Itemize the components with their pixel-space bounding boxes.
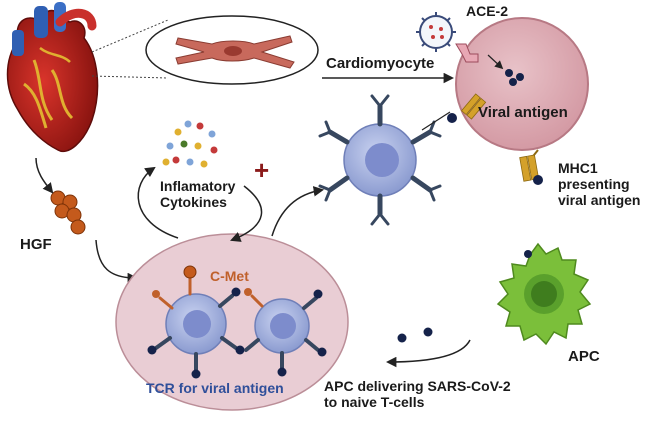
arrow-apc-delivery: [385, 339, 471, 368]
zoom-line-bottom: [91, 75, 169, 79]
arrow-cytokines-feedback: [230, 185, 263, 242]
muscle-fiber-icon: [175, 35, 295, 69]
label-cytokines-line1: Inflamatory: [160, 178, 236, 194]
arrow-hgf-to-cmet: [95, 239, 139, 284]
antigen-dot-b: [423, 327, 433, 337]
label-cytokines-line2: Cytokines: [160, 194, 227, 211]
hgf-beads: [50, 190, 86, 235]
label-mhc1-line3: viral antigen: [558, 192, 641, 209]
plus-sign: +: [254, 155, 270, 185]
label-viral-antigen: Viral antigen: [478, 104, 568, 121]
mhc1-presenting: [519, 149, 543, 185]
heart-icon: [6, 2, 99, 153]
label-hgf: HGF: [20, 236, 52, 253]
label-cytokines: Inflamatory Cytokines: [160, 178, 235, 210]
naive-t-cell-1: [147, 265, 245, 379]
arrow-heart-to-hgf: [35, 157, 54, 194]
zoom-line-top: [91, 19, 169, 53]
antigen-dot-a: [397, 333, 407, 343]
label-mhc1-line2: presenting: [558, 176, 630, 193]
label-cardiomyocyte: Cardiomyocyte: [326, 55, 435, 72]
naive-t-cell-2: [244, 288, 327, 377]
internalization-arrow: [487, 54, 504, 70]
label-apc-delivery: APC delivering SARS-CoV-2 to naive T-cel…: [324, 378, 511, 410]
label-tcr: TCR for viral antigen: [146, 380, 284, 396]
viral-antigen-dots: [505, 69, 524, 86]
arrow-to-activated-tcell: [271, 186, 325, 237]
label-cmet: C-Met: [210, 268, 249, 284]
tcell-contact-line: [421, 111, 451, 131]
apc-antigen-dot: [524, 250, 532, 258]
arrow-to-cytokines: [137, 166, 179, 239]
virus-icon: [416, 12, 456, 52]
activated-t-cell: [318, 94, 442, 226]
apc-cell: [496, 242, 592, 346]
label-ace2: ACE-2: [466, 3, 509, 19]
cardiomyocyte-cell: [455, 17, 589, 151]
label-apc-delivery-line1: APC delivering SARS-CoV-2: [324, 378, 511, 394]
label-mhc1-line1: MHC1: [558, 160, 598, 176]
label-apc-delivery-line2: to naive T-cells: [324, 394, 425, 411]
mhc1-on-cardiomyocyte: [447, 93, 487, 123]
label-mhc1: MHC1 presenting viral antigen: [558, 160, 640, 208]
label-apc: APC: [568, 348, 600, 365]
cytokine-dots: [162, 120, 218, 168]
ace2-receptor: [455, 43, 479, 63]
